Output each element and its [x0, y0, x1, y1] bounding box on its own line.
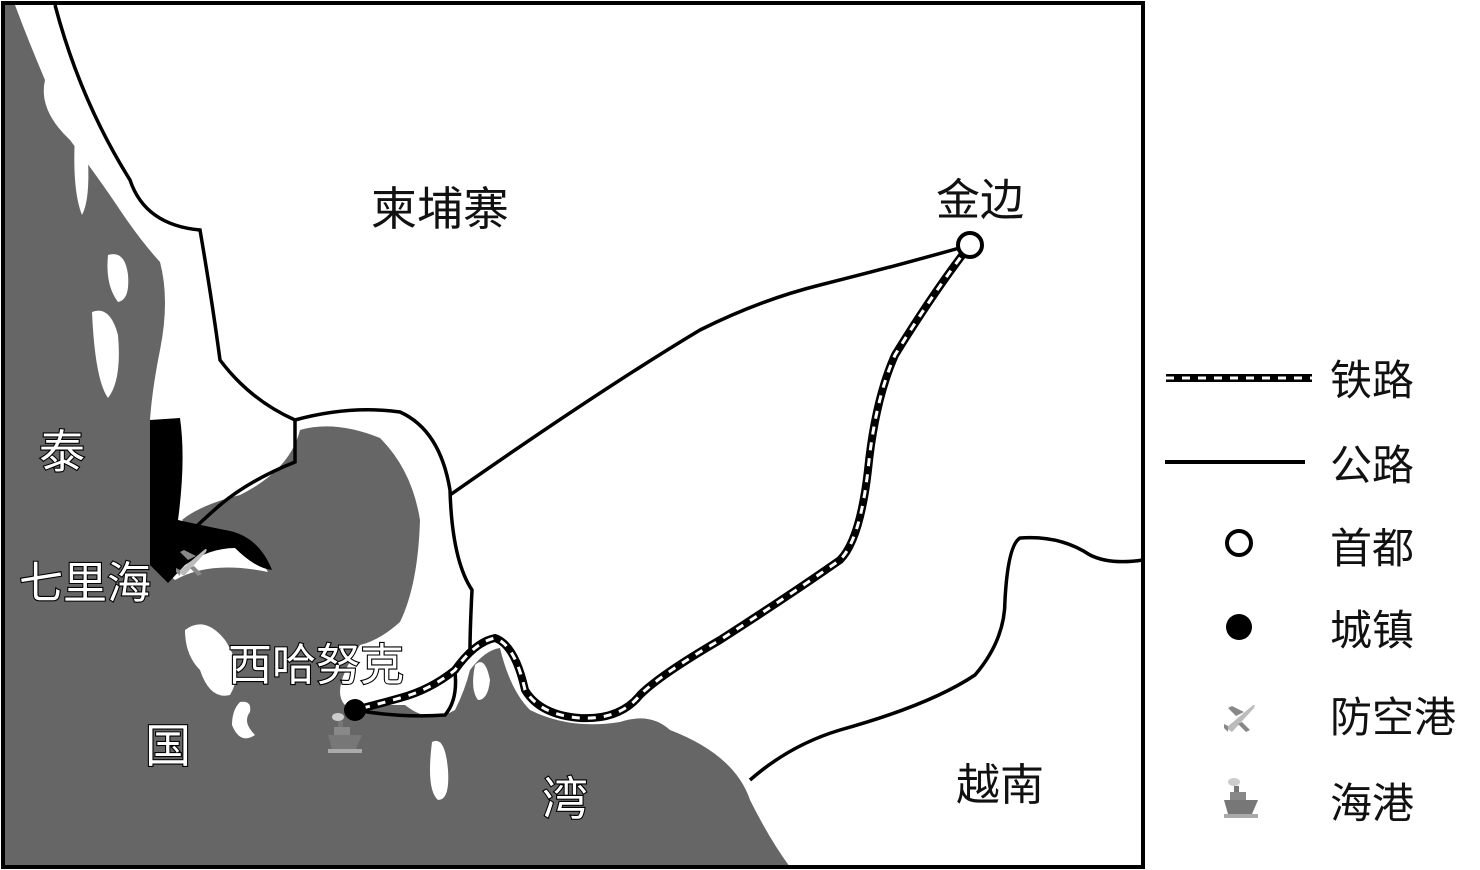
legend-capital-label: 首都	[1330, 524, 1414, 573]
road	[176, 420, 297, 549]
island	[185, 624, 237, 696]
gulf-of-thailand-sea	[5, 5, 790, 867]
island	[232, 701, 255, 739]
legend-ship-icon	[1224, 778, 1258, 818]
legend-airplane-icon	[1224, 704, 1255, 732]
town-marker	[344, 699, 366, 721]
legend-town-symbol	[1226, 614, 1252, 640]
label-vietnam: 越南	[956, 760, 1044, 811]
vietnam-border	[748, 535, 1144, 782]
label-koh-kong: 七里海	[19, 558, 151, 609]
legend-capital-symbol	[1225, 529, 1253, 557]
capital-marker	[956, 231, 984, 259]
legend-airport-label: 防空港	[1330, 693, 1456, 742]
legend-town-label: 城镇	[1330, 606, 1414, 655]
island	[430, 740, 449, 800]
label-gulf: 湾	[542, 772, 588, 826]
legend: 铁路 公路 首都 城镇 防空港 海港	[1165, 356, 1456, 828]
railway	[354, 242, 974, 723]
label-phnom-penh: 金边	[936, 175, 1024, 226]
label-sihanoukville: 西哈努克	[228, 640, 404, 691]
island	[473, 662, 490, 700]
legend-seaport-label: 海港	[1330, 779, 1414, 828]
map-frame	[1, 1, 1145, 869]
island	[74, 134, 89, 215]
legend-railway-label: 铁路	[1330, 356, 1414, 405]
road	[354, 671, 458, 718]
road	[53, 4, 474, 651]
island	[107, 254, 129, 302]
island	[92, 310, 119, 398]
roads	[53, 4, 1144, 782]
legend-road-label: 公路	[1330, 441, 1414, 490]
label-thailand-2: 国	[145, 719, 191, 773]
label-thailand-1: 泰	[39, 425, 85, 479]
label-cambodia: 柬埔寨	[371, 182, 509, 236]
road	[448, 243, 971, 497]
